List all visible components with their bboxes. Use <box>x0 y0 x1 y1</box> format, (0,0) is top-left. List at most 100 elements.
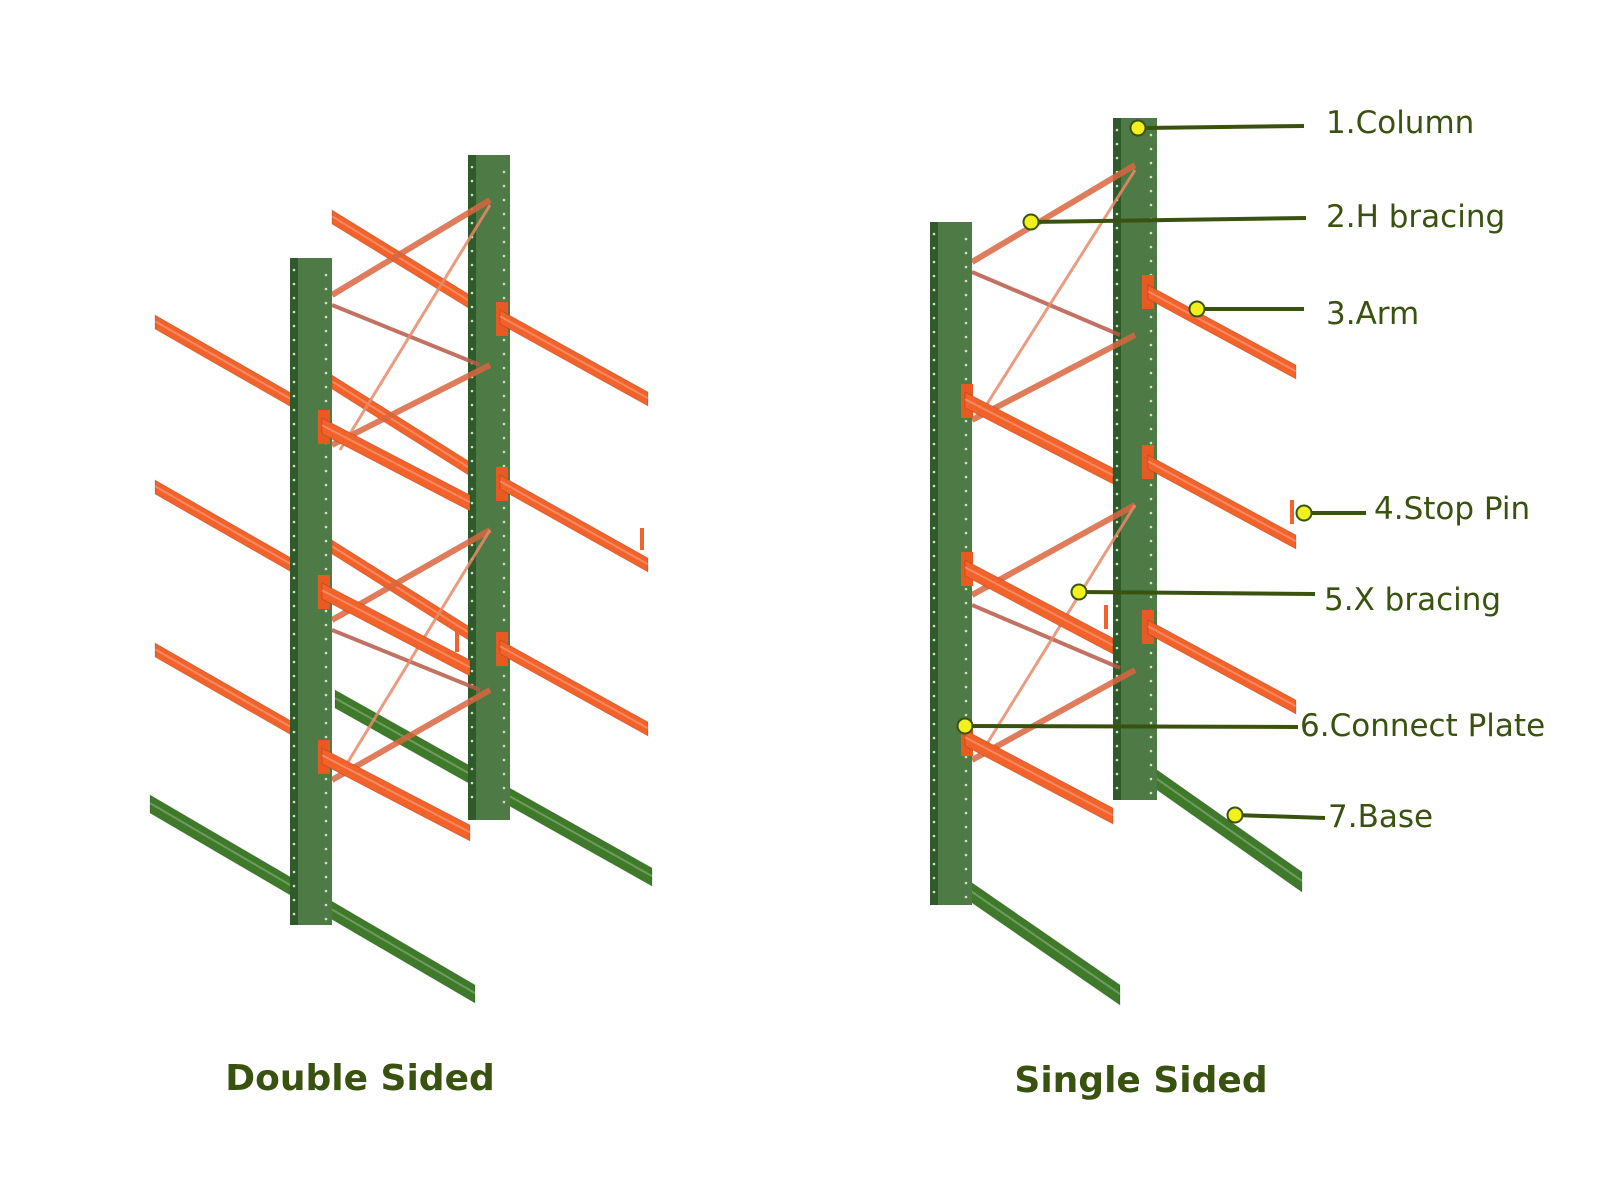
column-hole <box>964 699 968 703</box>
arm <box>1147 619 1297 715</box>
column-hole <box>470 571 474 575</box>
column-hole <box>1149 413 1153 417</box>
callout-dot-stop-pin <box>1295 504 1313 522</box>
column-hole <box>1115 562 1119 566</box>
column-hole <box>1115 296 1119 300</box>
column-hole <box>1115 632 1119 636</box>
column-hole <box>932 862 936 866</box>
column-hole <box>964 853 968 857</box>
column-hole <box>324 497 328 501</box>
column-hole <box>470 277 474 281</box>
column-hole <box>1149 329 1153 333</box>
column-hole <box>292 646 296 650</box>
column-hole <box>1115 254 1119 258</box>
column-hole <box>1115 394 1119 398</box>
arm-web <box>499 315 649 400</box>
column-hole <box>324 525 328 529</box>
column-hole <box>1149 385 1153 389</box>
column-hole <box>932 596 936 600</box>
column-hole <box>964 461 968 465</box>
column-hole <box>932 246 936 250</box>
column-hole <box>932 316 936 320</box>
column-hole <box>470 613 474 617</box>
column-hole <box>932 288 936 292</box>
column-hole <box>1115 310 1119 314</box>
column-hole <box>1149 735 1153 739</box>
column-hole <box>324 889 328 893</box>
column-hole <box>932 372 936 376</box>
arm-web <box>1147 290 1297 373</box>
column-hole <box>502 436 506 440</box>
column-hole <box>1115 576 1119 580</box>
arm <box>964 391 1114 485</box>
column-hole <box>1149 749 1153 753</box>
column-hole <box>1115 730 1119 734</box>
column-hole <box>932 792 936 796</box>
column-hole <box>292 562 296 566</box>
callout-label-base: 7.Base <box>1328 799 1434 835</box>
callout-line-column <box>1137 124 1305 130</box>
column-hole <box>1149 567 1153 571</box>
column-hole <box>324 357 328 361</box>
column-hole <box>932 470 936 474</box>
column-hole <box>292 324 296 328</box>
arm <box>499 309 649 407</box>
column-hole <box>932 708 936 712</box>
x-bracing <box>338 529 492 776</box>
arm-web <box>154 648 301 734</box>
column-hole <box>1115 212 1119 216</box>
column-hole <box>292 506 296 510</box>
column-hole <box>292 408 296 412</box>
column-hole <box>1115 338 1119 342</box>
double-sided-rack <box>149 155 653 1004</box>
column-hole <box>964 517 968 521</box>
column-hole <box>1115 450 1119 454</box>
column-hole <box>324 399 328 403</box>
stop-pin <box>640 528 644 550</box>
column-hole <box>932 610 936 614</box>
column-hole <box>932 540 936 544</box>
callout-dot-base <box>1226 806 1244 824</box>
column-hole <box>502 352 506 356</box>
column-hole <box>1149 693 1153 697</box>
column-hole <box>324 861 328 865</box>
column-hole <box>964 447 968 451</box>
column-hole <box>932 750 936 754</box>
column-hole <box>292 674 296 678</box>
caption-single-sided: Single Sided <box>1014 1060 1268 1101</box>
column-hole <box>470 501 474 505</box>
callout-line-connect-plate <box>964 724 1299 729</box>
column-hole <box>292 660 296 664</box>
column-hole <box>502 170 506 174</box>
column-hole <box>292 310 296 314</box>
column-hole <box>292 632 296 636</box>
column-hole <box>502 226 506 230</box>
column-hole <box>964 769 968 773</box>
column-hole <box>470 627 474 631</box>
base-web <box>964 886 1121 995</box>
column-hole <box>932 778 936 782</box>
column-hole <box>292 870 296 874</box>
column-hole <box>1149 679 1153 683</box>
column-hole <box>324 651 328 655</box>
column-hole <box>292 520 296 524</box>
column-hole <box>964 363 968 367</box>
column-hole <box>1149 553 1153 557</box>
column-hole <box>932 260 936 264</box>
column-hole <box>1149 343 1153 347</box>
column-hole <box>1149 203 1153 207</box>
column-hole <box>292 576 296 580</box>
column-hole <box>932 526 936 530</box>
column-hole <box>932 582 936 586</box>
column-hole <box>964 629 968 633</box>
column-hole <box>964 237 968 241</box>
column-hole <box>964 349 968 353</box>
column-hole <box>1149 763 1153 767</box>
column-hole <box>932 428 936 432</box>
column-hole <box>964 293 968 297</box>
column-hole <box>324 847 328 851</box>
column-hole <box>964 251 968 255</box>
column-hole <box>932 876 936 880</box>
arm <box>321 582 471 677</box>
column-hole <box>932 834 936 838</box>
